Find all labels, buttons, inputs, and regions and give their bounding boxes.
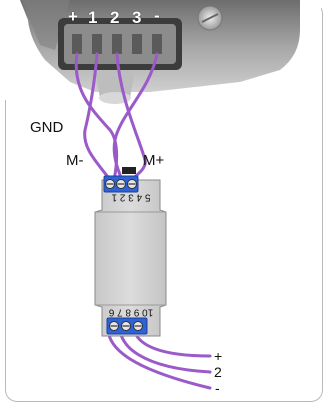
output-label-2: 2 xyxy=(214,364,222,380)
connector-housing xyxy=(5,0,321,104)
pin-label-minus: - xyxy=(154,6,160,25)
output-label-minus: - xyxy=(215,380,220,396)
wire-pin-3 xyxy=(112,52,159,182)
module-latch xyxy=(122,167,136,174)
pin-label-1: 1 xyxy=(88,8,98,27)
pin-label-2: 2 xyxy=(110,8,120,27)
top-terminal-screws xyxy=(105,179,137,189)
pin-label-plus: + xyxy=(68,7,78,26)
gnd-label: GND xyxy=(30,119,64,136)
wire-pin-2 xyxy=(115,52,147,182)
top-terminal-numbers: 5 4 3 2 1 xyxy=(111,191,150,202)
motor-plus-label: M+ xyxy=(143,152,165,169)
wire-pin-1 xyxy=(83,52,112,182)
output-label-plus: + xyxy=(214,348,223,364)
connector-pins xyxy=(72,34,162,54)
bottom-terminal-screws xyxy=(109,321,143,331)
pin-label-3: 3 xyxy=(132,8,142,27)
control-module xyxy=(94,167,167,337)
motor-minus-label: M- xyxy=(66,152,84,169)
bottom-terminal-numbers: 10 9 8 7 6 xyxy=(108,306,153,317)
